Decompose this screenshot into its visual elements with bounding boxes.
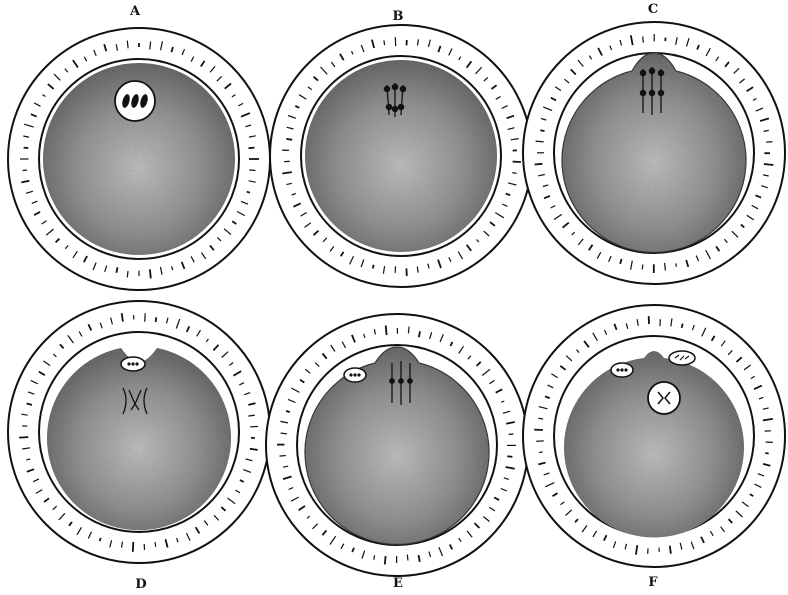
zona-striation [676,263,677,266]
zona-striation [127,41,128,49]
zona-striation [133,542,134,552]
zona-striation [247,192,250,193]
panel-label-e: E [393,576,403,591]
zona-striation [150,269,151,278]
zona-striation [536,141,544,142]
polar-body [121,357,145,371]
zona-striation [24,148,29,149]
panel-c [523,22,785,284]
zona-striation [156,317,157,322]
zona-striation [765,453,768,454]
zona-striation [419,555,420,562]
panel-b [270,25,532,287]
panel-label-b: B [393,9,404,24]
panel-label-c: C [648,2,658,17]
zona-striation [100,538,101,541]
zona-striation [373,265,374,269]
zona-striation [539,452,542,453]
zona-striation [512,173,516,174]
zona-striation [286,139,292,140]
zona-striation [116,267,117,273]
zona-striation [419,331,420,337]
zona-striation [507,456,512,457]
polar-body [344,368,366,382]
zona-striation [385,556,386,564]
zona-striation [155,542,156,547]
zona-striation [374,555,375,559]
panel-e [266,314,528,576]
panel-d [8,301,270,563]
zona-striation [540,130,544,131]
panel-f [523,305,785,567]
panel-label-d: D [135,577,146,592]
zona-striation [766,142,772,143]
zona-striation [642,265,643,270]
panel-label-f: F [648,575,657,590]
panel-a [8,28,270,290]
zona-striation [665,263,666,271]
zona-striation [408,327,409,334]
zona-striation [764,164,774,165]
zona-striation [682,324,683,328]
nucleus [115,81,155,121]
zona-striation [384,40,385,45]
zona-striation [249,170,255,171]
zona-striation [286,411,290,412]
zona-striation [145,313,146,322]
zona-striation [250,449,258,450]
zona-striation [535,164,543,165]
zona-striation [407,555,408,561]
panel-label-a: A [130,4,140,19]
zona-striation [23,170,27,171]
zona-striation [150,42,151,50]
zona-striation [249,148,255,149]
zona-striation [281,433,288,434]
zona-striation [538,418,543,419]
polar-body-first [611,363,633,377]
pronucleus [648,382,680,414]
zona-striation [643,37,644,43]
zona-striation [386,326,387,336]
zona-striation [127,271,128,277]
zona-striation [670,546,671,554]
polar-body-second [669,351,695,365]
zona-striation [122,313,123,321]
zona-striation [19,437,28,438]
zona-striation [280,456,286,457]
